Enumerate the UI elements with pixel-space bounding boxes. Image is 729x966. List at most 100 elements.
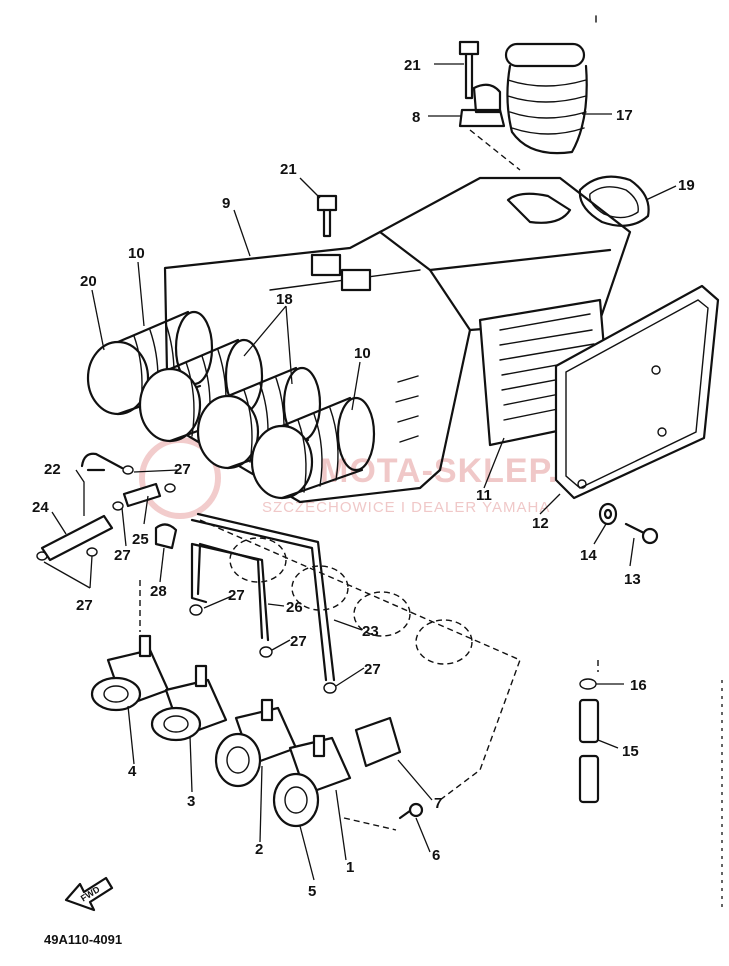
leader-26: [267, 603, 285, 607]
callout-4: 4: [128, 763, 137, 780]
carb-joint-4-nipple: [138, 634, 152, 658]
hose-24: [40, 514, 114, 562]
cover-12: [554, 284, 720, 500]
callout-9: 9: [222, 195, 230, 212]
leader-27c: [43, 555, 93, 589]
carb-joints: [90, 634, 424, 831]
joint-4-rear: [336, 396, 376, 472]
callout-10b: 10: [354, 345, 371, 362]
seal-19-inner: [589, 186, 639, 219]
callout-14: 14: [580, 547, 597, 564]
leader-15: [597, 739, 619, 749]
leader-3: [189, 735, 193, 793]
screw-13-head: [641, 527, 659, 545]
callout-3: 3: [187, 793, 195, 810]
engine-port-4: [415, 619, 473, 665]
leader-19: [645, 185, 677, 201]
hose-22: [80, 452, 124, 470]
carb-joint-2-flange: [214, 732, 262, 788]
leader-27d: [203, 595, 233, 609]
leader-11: [483, 437, 505, 489]
callout-19: 19: [678, 177, 695, 194]
bolt-6-head: [408, 802, 424, 818]
engine-port-2: [291, 565, 349, 611]
air-box-edge: [378, 230, 472, 332]
intake-duct-body: [506, 64, 588, 155]
leader-27a: [133, 469, 179, 473]
callout-17: 17: [616, 107, 633, 124]
callout-10a: 10: [128, 245, 145, 262]
clip-16: [579, 678, 597, 690]
bolt-21-lower-head: [316, 194, 338, 212]
callout-20: 20: [80, 273, 97, 290]
leader-23: [333, 619, 363, 631]
carb-joint-3: [150, 664, 228, 742]
carb-joint-4-port: [103, 685, 129, 703]
clip-27-g: [259, 646, 273, 658]
callout-7: 7: [434, 795, 442, 812]
callout-27d: 27: [228, 587, 245, 604]
air-box-inlet: [506, 192, 572, 224]
hose-25: [122, 482, 162, 508]
clip-27-e: [86, 547, 98, 557]
joint-4-ribs: [297, 407, 339, 493]
screw-13-shaft: [624, 522, 648, 536]
leader-25: [143, 495, 149, 525]
leader-1: [335, 789, 347, 861]
filter-pleats: [499, 313, 603, 421]
carb-joint-5-flange: [272, 772, 320, 828]
callout-28: 28: [150, 583, 167, 600]
hose-15-upper: [578, 698, 600, 744]
carb-joint-2-port: [226, 746, 250, 774]
washer-14-hole: [603, 508, 613, 520]
leader-6: [415, 817, 431, 853]
air-box-mount-1: [310, 253, 342, 277]
callout-13: 13: [624, 571, 641, 588]
callout-27e: 27: [290, 633, 307, 650]
carb-joint-7-body: [354, 716, 402, 768]
leader-10a: [137, 261, 145, 327]
bolt-21-upper: [464, 48, 474, 100]
bracket-8-grommet: [472, 83, 502, 114]
watermark-sub: SZCZECHOWICE I DEALER YAMAHA: [262, 499, 550, 516]
hose-15-lower: [578, 754, 600, 804]
callout-11: 11: [476, 487, 492, 504]
clip-27-b: [164, 483, 176, 493]
engine-outline-top: [199, 519, 521, 801]
callout-16: 16: [630, 677, 647, 694]
carb-joint-4-flange: [90, 676, 142, 712]
drawing-code: 49A110-4091: [44, 932, 122, 947]
hoses: [36, 452, 337, 694]
clip-27-f: [189, 604, 203, 616]
leader-4: [127, 705, 135, 765]
callout-23: 23: [362, 623, 379, 640]
leader-27f: [335, 667, 365, 687]
intake-joints: [86, 310, 376, 500]
engine-port-3: [353, 591, 411, 637]
callout-15: 15: [622, 743, 639, 760]
callout-18: 18: [276, 291, 293, 308]
clip-27-d: [36, 551, 48, 561]
leader-18: [243, 305, 293, 385]
leader-7: [397, 759, 433, 801]
carb-joint-1-nipple: [312, 734, 326, 758]
callout-5: 5: [308, 883, 316, 900]
callout-24: 24: [32, 499, 49, 516]
callout-27f: 27: [364, 661, 381, 678]
joint-4: [250, 396, 376, 500]
carb-joint-3-port: [163, 715, 189, 733]
clip-28: [154, 523, 178, 550]
bracket-8: [458, 108, 506, 128]
cover-screw-hole-3: [577, 479, 587, 489]
callout-2: 2: [255, 841, 263, 858]
leader-2: [259, 765, 263, 843]
callout-22: 22: [44, 461, 61, 478]
intake-duct-group: [458, 40, 650, 227]
bolt-21-lower: [322, 208, 332, 238]
callout-1: 1: [346, 859, 354, 876]
screw-set: [598, 502, 659, 545]
duct-align-line: [469, 129, 521, 171]
carb-joint-4: [90, 634, 170, 712]
callout-8: 8: [412, 109, 420, 126]
